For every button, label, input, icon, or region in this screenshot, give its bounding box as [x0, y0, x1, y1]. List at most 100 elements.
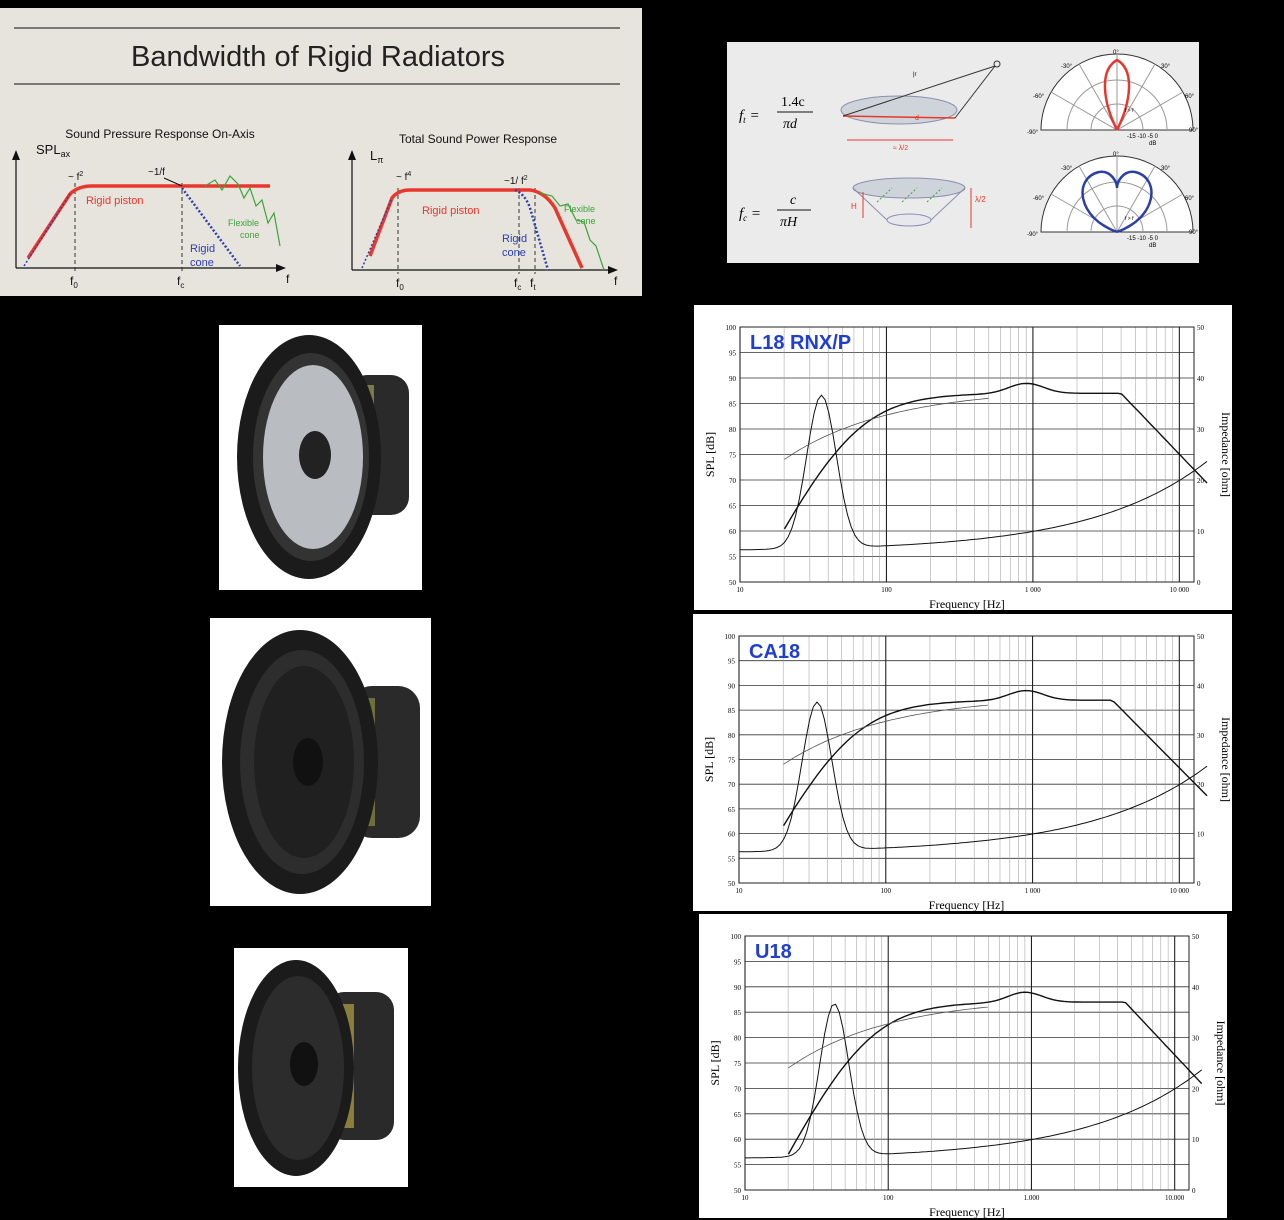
svg-text:60°: 60° [1185, 94, 1195, 100]
y2-tick-label: 10 [1197, 528, 1205, 536]
y-tick-label: 90 [734, 984, 742, 992]
svg-text:90°: 90° [1189, 230, 1199, 236]
spl-curve [783, 689, 1208, 826]
bandwidth-panel: Bandwidth of Rigid Radiators Sound Press… [0, 8, 642, 296]
left-rigid-piston-label: Rigid piston [86, 195, 143, 207]
y2-tick-label: 20 [1192, 1085, 1200, 1093]
y-tick-label: 50 [729, 579, 737, 587]
y-axis-label: SPL [dB] [708, 1040, 722, 1085]
svg-text:f0: f0 [70, 274, 78, 290]
y-tick-label: 95 [734, 958, 742, 966]
svg-text:0°: 0° [1113, 50, 1119, 56]
spl-on-axis-plot: Sound Pressure Response On-Axis SPLax ~ … [12, 127, 290, 290]
svg-text:0°: 0° [1113, 152, 1119, 158]
svg-text:πH: πH [780, 215, 798, 230]
svg-text:-60°: -60° [1033, 196, 1045, 202]
svg-text:-90°: -90° [1027, 130, 1039, 136]
svg-text:Rigid piston: Rigid piston [422, 205, 479, 217]
y-tick-label: 70 [728, 781, 736, 789]
polar-plot-piston: 0° -30° 30° -60° 60° -90° 90° f > f -15 … [1027, 50, 1199, 147]
svg-text:60°: 60° [1185, 196, 1195, 202]
y2-tick-label: 40 [1192, 984, 1200, 992]
y-tick-label: 95 [729, 350, 737, 358]
x-tick-label: 10.000 [1165, 1194, 1185, 1202]
y2-tick-label: 50 [1197, 633, 1205, 641]
grid [738, 635, 1195, 884]
x-axis-label: Frequency [Hz] [929, 898, 1005, 911]
nearfield-curve [783, 704, 988, 765]
svg-text:-60°: -60° [1033, 94, 1045, 100]
svg-text:d: d [915, 115, 919, 122]
x-tick-label: 10 [736, 887, 744, 895]
y-tick-label: 60 [729, 528, 737, 536]
svg-text:fc: fc [177, 274, 184, 290]
svg-text:≈ λ/2: ≈ λ/2 [893, 145, 908, 152]
y-tick-label: 90 [728, 682, 736, 690]
x-tick-label: 1 000 [1025, 887, 1041, 895]
svg-text:30°: 30° [1161, 64, 1171, 70]
y2-tick-label: 50 [1192, 933, 1200, 941]
y-tick-label: 55 [734, 1162, 742, 1170]
left-plot-subtitle: Sound Pressure Response On-Axis [65, 127, 254, 141]
piston-disc-sketch: |r d ≈ λ/2 [840, 60, 1001, 152]
svg-text:-30°: -30° [1061, 64, 1073, 70]
y2-axis-label: Impedance [ohm] [1214, 1021, 1227, 1106]
svg-text:f > f: f > f [1125, 108, 1134, 114]
svg-text:f: f [286, 272, 290, 286]
y2-axis-label: Impedance [ohm] [1219, 717, 1232, 802]
y-tick-label: 50 [734, 1187, 742, 1195]
y-tick-label: 85 [734, 1009, 742, 1017]
grid [739, 326, 1195, 583]
y2-tick-label: 0 [1192, 1187, 1196, 1195]
y-tick-label: 80 [729, 426, 737, 434]
y2-tick-label: 0 [1197, 880, 1201, 888]
svg-text:cone: cone [190, 257, 214, 269]
y-axis-label: SPL [dB] [702, 737, 716, 782]
svg-text:cone: cone [502, 247, 526, 259]
woofer-image [237, 335, 409, 579]
x-tick-label: 1 000 [1025, 586, 1041, 594]
svg-text:~ f2: ~ f2 [68, 171, 83, 183]
y-tick-label: 60 [734, 1136, 742, 1144]
svg-text:cone: cone [240, 230, 260, 240]
x-tick-label: 10 [737, 586, 745, 594]
svg-text:dB: dB [1149, 141, 1156, 147]
svg-text:~1/f: ~1/f [148, 167, 165, 178]
y-tick-label: 90 [729, 375, 737, 383]
svg-text:30°: 30° [1161, 166, 1171, 172]
right-plot-subtitle: Total Sound Power Response [399, 132, 557, 146]
svg-text:ft =: ft = [739, 108, 760, 125]
svg-text:SPLax: SPLax [36, 142, 71, 159]
svg-text:-30°: -30° [1061, 166, 1073, 172]
y-tick-label: 65 [729, 503, 737, 511]
polar-plot-cone: 0° -30° 30° -60° 60° -90° 90° f > f -15 … [1027, 152, 1199, 249]
plot-frame [744, 935, 1190, 1191]
svg-text:~ f4: ~ f4 [396, 171, 411, 183]
y-tick-label: 100 [726, 324, 737, 332]
y2-tick-label: 50 [1197, 324, 1205, 332]
y-tick-label: 70 [729, 477, 737, 485]
speaker-photo-l18 [219, 325, 422, 590]
nearfield-curve [788, 1006, 988, 1069]
x-tick-label: 100 [881, 586, 892, 594]
svg-text:f0: f0 [396, 276, 404, 292]
svg-text:Lπ: Lπ [370, 148, 383, 165]
svg-text:πd: πd [783, 117, 798, 132]
left-yaxis: SPL [36, 142, 61, 157]
plot-frame [739, 326, 1195, 583]
svg-text:fc: fc [514, 276, 521, 292]
y-axis-label: SPL [dB] [703, 432, 717, 477]
speaker-photo-u18 [234, 948, 408, 1187]
y-tick-label: 85 [728, 707, 736, 715]
y2-tick-label: 30 [1192, 1035, 1200, 1043]
grid [744, 935, 1190, 1191]
y2-tick-label: 20 [1197, 477, 1205, 485]
x-tick-label: 1.000 [1024, 1194, 1040, 1202]
y-tick-label: 95 [728, 658, 736, 666]
x-tick-label: 100 [883, 1194, 894, 1202]
impedance-curve [739, 701, 1208, 853]
svg-text:f: f [614, 274, 618, 288]
svg-text:90°: 90° [1189, 128, 1199, 134]
